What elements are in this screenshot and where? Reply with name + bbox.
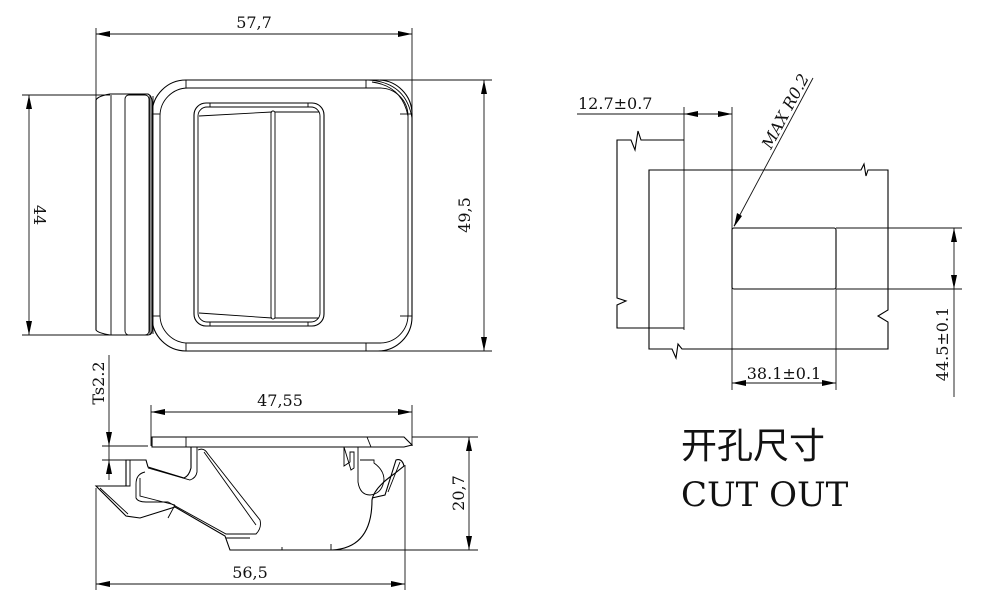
- dimension-base-width: 56,5: [95, 465, 406, 590]
- dimension-frame-height: 49,5: [380, 79, 492, 352]
- label-cutout-height: 44.5±0.1: [933, 307, 952, 381]
- label-base-width: 56,5: [232, 563, 268, 582]
- dimension-cutout-height: 44.5±0.1: [933, 228, 957, 397]
- flange-plate: [151, 436, 414, 448]
- panel-outline: [616, 130, 889, 360]
- handle-window: [193, 102, 325, 327]
- label-flange-width: 47,55: [257, 391, 303, 410]
- label-strap-height: 44: [30, 205, 49, 225]
- label-overall-depth: 20,7: [449, 475, 468, 511]
- label-frame-height: 49,5: [455, 197, 474, 233]
- dimension-offset: 12.7±0.7: [577, 94, 733, 390]
- latch-frame: [151, 79, 413, 352]
- label-offset: 12.7±0.7: [578, 94, 652, 113]
- body-profile: [94, 446, 405, 551]
- dimension-thickness: Ts2.2: [89, 355, 148, 480]
- dimension-flange-width: 47,55: [150, 391, 413, 446]
- label-thickness: Ts2.2: [89, 361, 108, 404]
- cutout-rectangle: [731, 227, 962, 390]
- leader-corner-radius: MAX R0.2: [733, 71, 814, 227]
- cutout-view: 12.7±0.7 MAX R0.2 38.1±0.1: [577, 71, 962, 515]
- label-corner-radius: MAX R0.2: [757, 71, 813, 153]
- top-view: 57,7 44 49,5: [22, 13, 492, 352]
- caption-english: CUT OUT: [681, 475, 849, 515]
- dimension-cutout-width: 38.1±0.1: [732, 364, 836, 386]
- label-overall-width: 57,7: [236, 13, 272, 32]
- dimension-overall-width: 57,7: [95, 13, 413, 112]
- side-view: Ts2.2 47,55 20,7 56,5: [89, 355, 478, 590]
- strap-block: [95, 93, 154, 336]
- dimension-strap-height: 44: [22, 94, 110, 336]
- label-cutout-width: 38.1±0.1: [747, 364, 821, 383]
- caption-chinese: 开孔尺寸: [681, 426, 825, 467]
